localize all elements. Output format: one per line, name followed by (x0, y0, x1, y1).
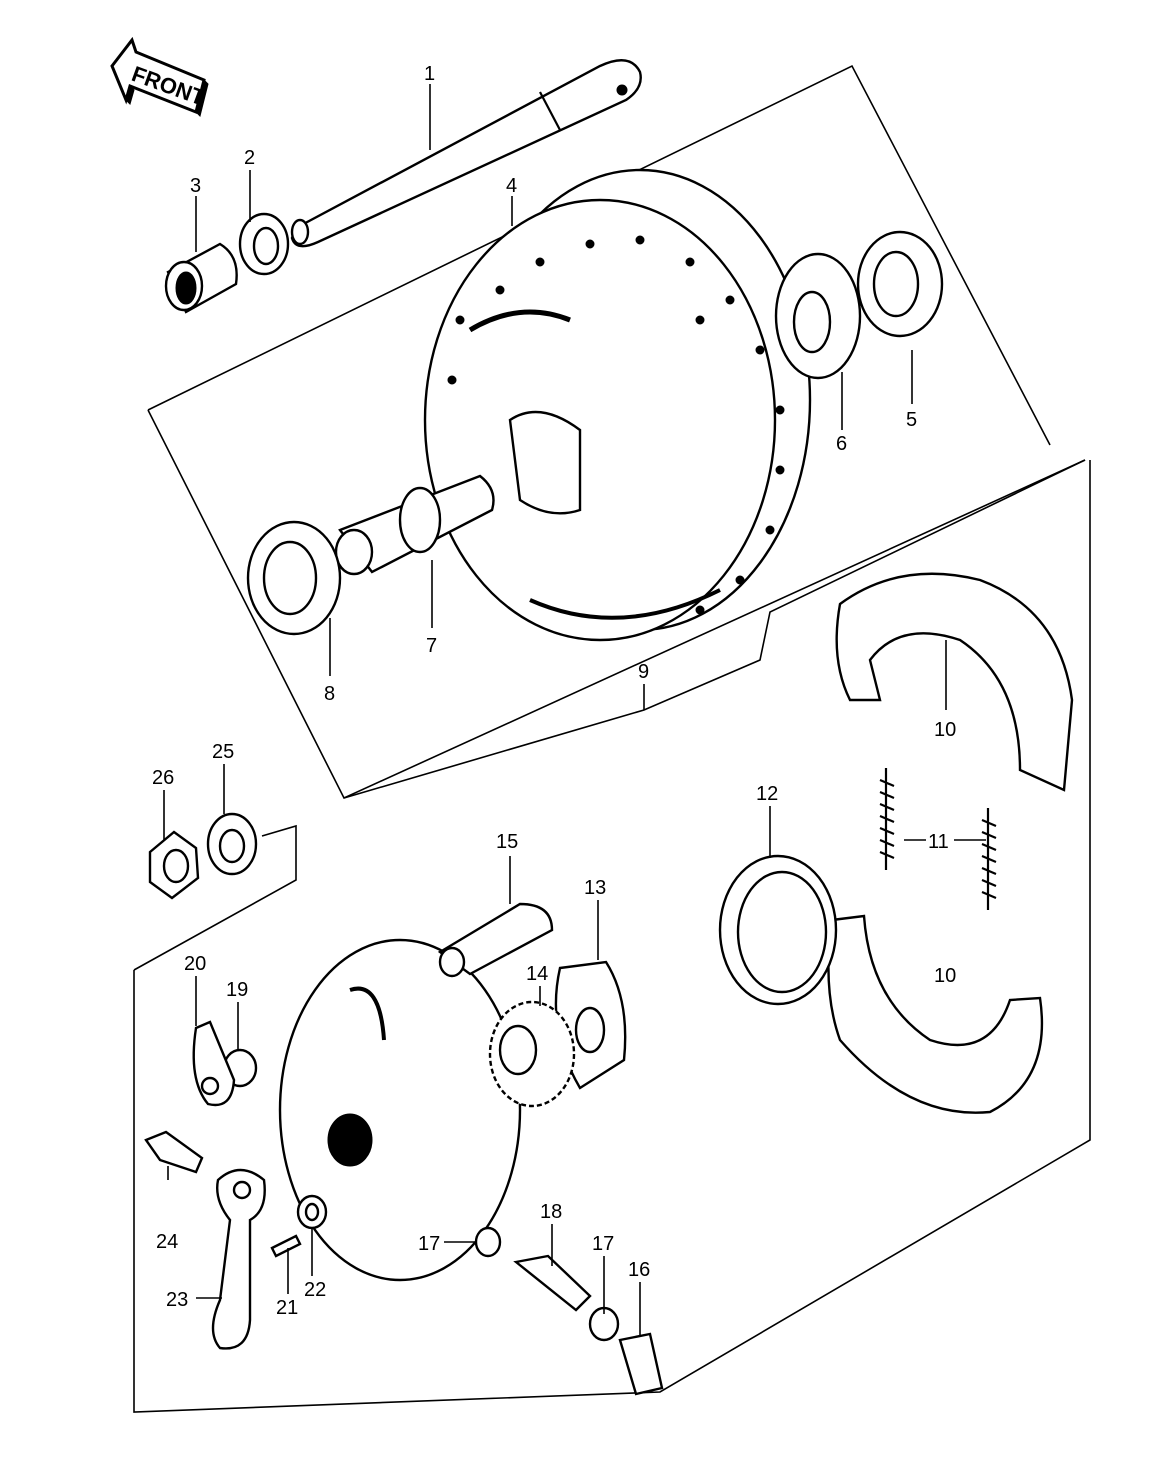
callout-11: 11 (928, 831, 949, 853)
lever-bolt-part (144, 1130, 204, 1174)
callout-13: 13 (584, 877, 606, 899)
callout-numbers: 1 2 3 4 5 6 7 8 9 10 10 11 12 13 14 15 1… (152, 63, 956, 1319)
pinion-bushing-part (618, 1332, 664, 1396)
dust-seal-ring-part (718, 854, 838, 1006)
callout-17-panel: 17 (418, 1233, 440, 1255)
callout-16: 16 (628, 1259, 650, 1281)
callout-19: 19 (226, 979, 248, 1001)
callout-15: 15 (496, 831, 518, 853)
callout-1: 1 (424, 63, 435, 85)
speedometer-gear-part (488, 1000, 576, 1108)
ball-bearing-left-part (246, 520, 342, 636)
callout-2: 2 (244, 147, 255, 169)
callout-21: 21 (276, 1297, 298, 1319)
brake-panel-part (278, 938, 522, 1282)
spacer-washer-part (238, 212, 290, 276)
collar-part (164, 242, 238, 314)
brake-cam-lever-part (211, 1168, 266, 1350)
speedometer-pinion-part (437, 902, 554, 978)
callout-17-pinion: 17 (592, 1233, 614, 1255)
distance-collar-part (334, 474, 495, 576)
brake-spring-part (879, 768, 997, 910)
front-direction-arrow-icon: FRONT (110, 36, 209, 117)
pinion-shaft-part (513, 1254, 592, 1312)
nut-small-part (296, 1194, 328, 1230)
callout-26: 26 (152, 767, 174, 789)
brake-group-boundary-top (133, 824, 297, 971)
brake-shoe-upper-part (835, 572, 1074, 792)
callout-6: 6 (836, 433, 847, 455)
hub-group-boundary (147, 64, 1051, 446)
callout-3: 3 (190, 175, 201, 197)
axle-washer-part (206, 812, 258, 876)
callout-10-upper: 10 (934, 719, 956, 741)
axle-nut-part (148, 830, 200, 900)
callout-23: 23 (166, 1289, 188, 1311)
brake-shoe-lower-part (827, 914, 1044, 1114)
wear-indicator-part (192, 1020, 236, 1107)
callout-22: 22 (304, 1279, 326, 1301)
callout-8: 8 (324, 683, 335, 705)
grease-seal-part (856, 230, 944, 338)
ball-bearing-right-part (774, 252, 862, 380)
hub-drum-part (423, 168, 812, 642)
washer-part (474, 1226, 620, 1342)
bracket-9 (343, 459, 1086, 799)
callout-24: 24 (156, 1231, 178, 1253)
pin-part (270, 1234, 302, 1258)
callout-14: 14 (526, 963, 548, 985)
callout-5: 5 (906, 409, 917, 431)
callout-9: 9 (638, 661, 649, 683)
leader-lines (163, 84, 986, 1336)
callout-18: 18 (540, 1201, 562, 1223)
brake-group-boundary (133, 460, 1091, 1413)
callout-10-lower: 10 (934, 965, 956, 987)
callout-20: 20 (184, 953, 206, 975)
axle-part (290, 59, 642, 248)
callout-4: 4 (506, 175, 517, 197)
callout-12: 12 (756, 783, 778, 805)
callout-25: 25 (212, 741, 234, 763)
callout-7: 7 (426, 635, 437, 657)
